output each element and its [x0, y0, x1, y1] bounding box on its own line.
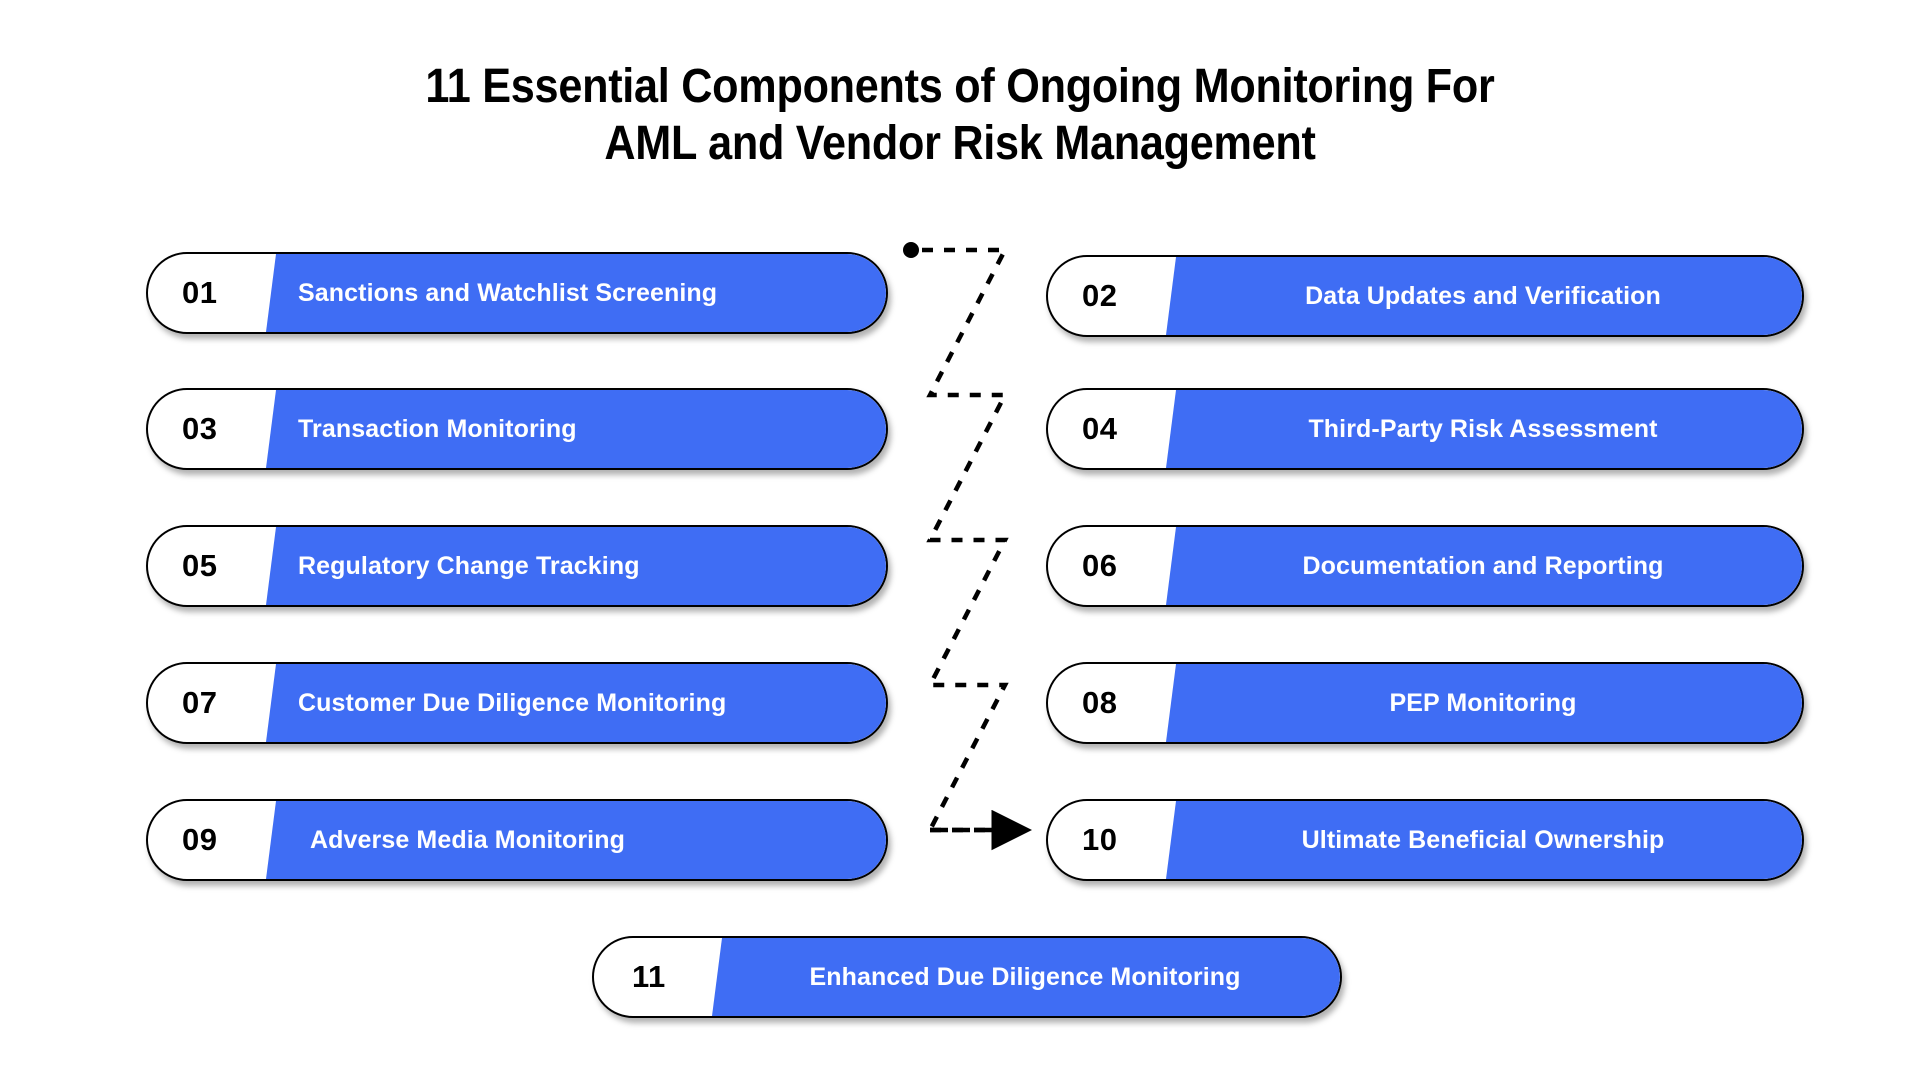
component-card-04[interactable]: 04 Third-Party Risk Assessment	[1046, 388, 1804, 470]
card-label: Customer Due Diligence Monitoring	[298, 688, 727, 717]
card-number: 09	[182, 822, 218, 857]
component-card-01[interactable]: 01 Sanctions and Watchlist Screening	[146, 252, 888, 334]
component-card-10[interactable]: 10 Ultimate Beneficial Ownership	[1046, 799, 1804, 881]
card-number: 03	[182, 411, 218, 446]
card-accent-panel	[266, 254, 886, 332]
card-number: 10	[1082, 822, 1118, 857]
card-body	[148, 664, 886, 742]
card-accent-panel	[266, 527, 886, 605]
card-number: 01	[182, 275, 218, 310]
card-number: 06	[1082, 548, 1118, 583]
card-body	[594, 938, 1340, 1016]
card-accent-panel	[1166, 390, 1802, 468]
connector-start-dot	[903, 242, 919, 258]
component-card-09[interactable]: 09 Adverse Media Monitoring	[146, 799, 888, 881]
card-number: 07	[182, 685, 218, 720]
card-label: Third-Party Risk Assessment	[1308, 414, 1658, 443]
connector-path	[922, 247, 1009, 833]
card-number: 05	[182, 548, 218, 583]
card-accent-panel	[1166, 664, 1802, 742]
card-body	[148, 527, 886, 605]
card-label: Documentation and Reporting	[1302, 551, 1664, 580]
card-label: Enhanced Due Diligence Monitoring	[809, 962, 1241, 991]
component-card-08[interactable]: 08 PEP Monitoring	[1046, 662, 1804, 744]
card-label: Sanctions and Watchlist Screening	[298, 278, 718, 307]
flow-connector	[903, 242, 1032, 851]
card-accent-panel	[712, 938, 1340, 1016]
component-card-07[interactable]: 07 Customer Due Diligence Monitoring	[146, 662, 888, 744]
card-label: Data Updates and Verification	[1305, 281, 1661, 310]
card-accent-panel	[266, 664, 886, 742]
card-number: 11	[632, 959, 666, 994]
card-label: Transaction Monitoring	[298, 414, 577, 443]
card-accent-panel	[266, 390, 886, 468]
card-body	[1048, 390, 1802, 468]
card-body	[148, 254, 886, 332]
card-accent-panel	[1166, 801, 1802, 879]
card-body	[1048, 664, 1802, 742]
card-number: 08	[1082, 685, 1118, 720]
component-card-05[interactable]: 05 Regulatory Change Tracking	[146, 525, 888, 607]
page-title-line-2: AML and Vendor Risk Management	[604, 117, 1316, 170]
card-number: 02	[1082, 278, 1118, 313]
component-card-11[interactable]: 11 Enhanced Due Diligence Monitoring	[592, 936, 1342, 1018]
component-card-03[interactable]: 03 Transaction Monitoring	[146, 388, 888, 470]
card-accent-panel	[1166, 257, 1802, 335]
card-body	[1048, 527, 1802, 605]
component-card-06[interactable]: 06 Documentation and Reporting	[1046, 525, 1804, 607]
component-card-02[interactable]: 02 Data Updates and Verification	[1046, 255, 1804, 337]
card-accent-panel	[266, 801, 886, 879]
card-label: PEP Monitoring	[1389, 688, 1577, 717]
card-label: Adverse Media Monitoring	[310, 825, 625, 854]
card-number: 04	[1082, 411, 1118, 446]
page-title-line-1: 11 Essential Components of Ongoing Monit…	[425, 60, 1495, 113]
card-body	[148, 801, 886, 879]
page-title: 11 Essential Components of Ongoing Monit…	[0, 58, 1920, 172]
card-body	[148, 390, 886, 468]
card-body	[1048, 801, 1802, 879]
card-label: Ultimate Beneficial Ownership	[1301, 825, 1665, 854]
card-accent-panel	[1166, 527, 1802, 605]
card-label: Regulatory Change Tracking	[298, 551, 640, 580]
card-body	[1048, 257, 1802, 335]
